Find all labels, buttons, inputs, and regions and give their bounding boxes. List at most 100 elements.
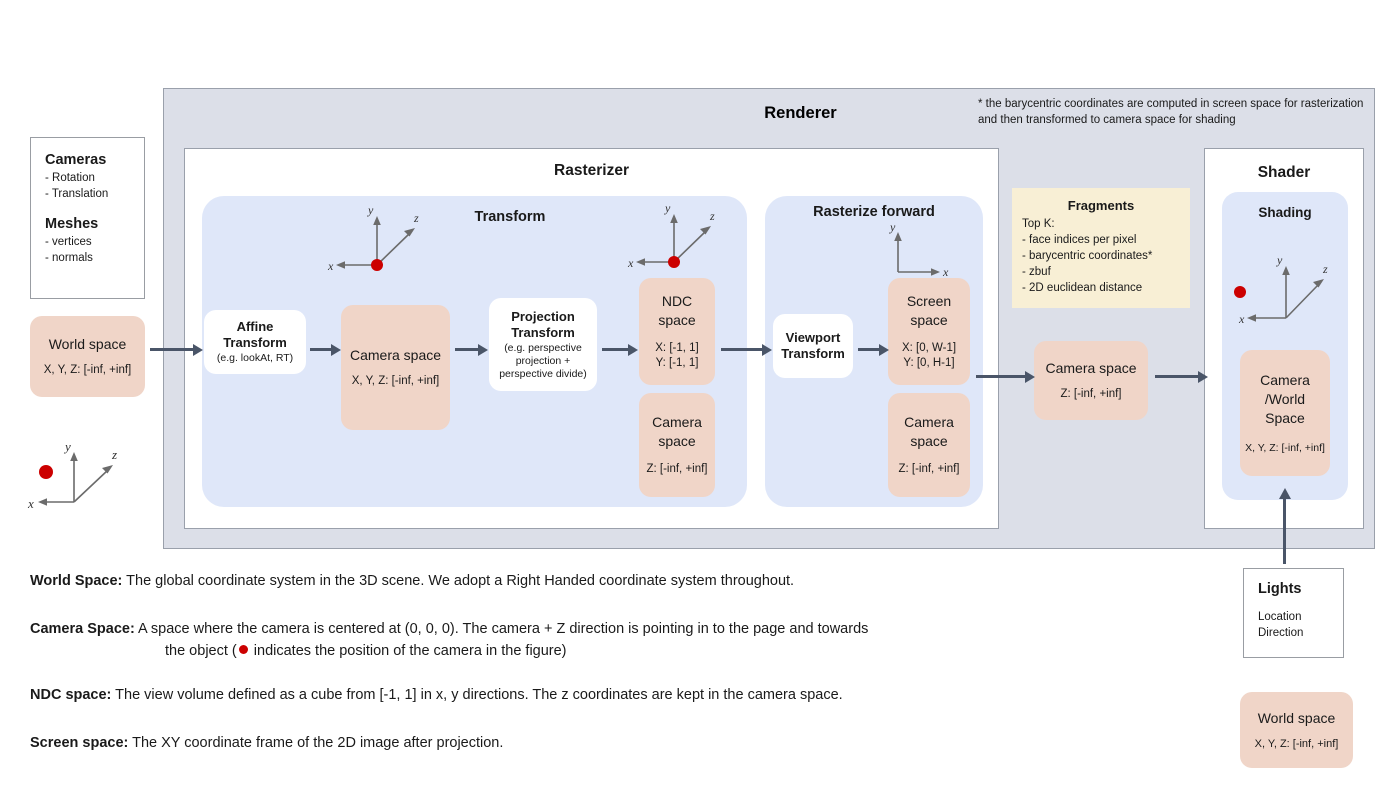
list-item: - normals bbox=[45, 252, 93, 264]
lights-world-space-box: World space X, Y, Z: [-inf, +inf] bbox=[1240, 692, 1353, 768]
camera-world-label-2: /World bbox=[1264, 390, 1306, 407]
camera-world-space-box: Camera /World Space X, Y, Z: [-inf, +inf… bbox=[1240, 350, 1330, 476]
camera-space-range-z: Z: [-inf, +inf] bbox=[898, 463, 960, 475]
world-space-range: X, Y, Z: [-inf, +inf] bbox=[43, 364, 132, 376]
renderer-footnote: * the barycentric coordinates are comput… bbox=[978, 98, 1364, 126]
camera-space-label-1: Camera bbox=[904, 414, 954, 430]
screen-space-box: Screen space X: [0, W-1] Y: [0, H-1] bbox=[888, 278, 970, 385]
description-continuation: the object ( indicates the position of t… bbox=[30, 640, 1130, 662]
list-item: - 2D euclidean distance bbox=[1022, 282, 1143, 294]
world-axis-gizmo: y x z bbox=[27, 439, 117, 511]
fragments-lead: Top K: bbox=[1022, 218, 1055, 230]
projection-transform-note: (e.g. perspective projection + perspecti… bbox=[499, 341, 587, 380]
svg-text:z: z bbox=[111, 447, 117, 462]
arrow-projection-to-ndc bbox=[602, 343, 638, 356]
shader-title: Shader bbox=[1257, 164, 1311, 181]
arrow-affine-to-camera bbox=[310, 343, 341, 356]
camera-space-label-2: space bbox=[910, 433, 948, 449]
camera-space-range-z: Z: [-inf, +inf] bbox=[646, 463, 708, 475]
camera-space-range: X, Y, Z: [-inf, +inf] bbox=[351, 375, 440, 387]
arrow-lights-to-shader bbox=[1278, 488, 1291, 564]
fragments-list: Top K: - face indices per pixel - baryce… bbox=[1012, 216, 1190, 296]
fragments-box: Fragments Top K: - face indices per pixe… bbox=[1012, 188, 1190, 308]
affine-transform-box: Affine Transform (e.g. lookAt, RT) bbox=[204, 310, 306, 374]
projection-transform-label-2: Transform bbox=[511, 324, 575, 340]
description-term: Screen space: bbox=[30, 735, 129, 751]
ndc-space-range-y: Y: [-1, 1] bbox=[655, 357, 699, 369]
ndc-space-box: NDC space X: [-1, 1] Y: [-1, 1] bbox=[639, 278, 715, 385]
screen-space-label-2: space bbox=[910, 312, 948, 328]
world-space-title: World space bbox=[48, 336, 127, 352]
screen-space-range-x: X: [0, W-1] bbox=[901, 342, 957, 354]
world-space-range: X, Y, Z: [-inf, +inf] bbox=[1254, 737, 1339, 750]
viewport-transform-label-2: Transform bbox=[781, 346, 845, 361]
inputs-card: Cameras - Rotation - Translation Meshes … bbox=[30, 137, 145, 299]
rasterizer-title: Rasterizer bbox=[554, 162, 629, 179]
description-term: Camera Space: bbox=[30, 621, 135, 637]
lights-heading: Lights bbox=[1258, 581, 1302, 597]
lights-card: Lights Location Direction bbox=[1243, 568, 1344, 658]
description-ndc-space: NDC space: The view volume defined as a … bbox=[30, 684, 1130, 706]
list-item: Direction bbox=[1258, 627, 1304, 639]
camera-space-box-ndc: Camera space Z: [-inf, +inf] bbox=[639, 393, 715, 497]
list-item: - zbuf bbox=[1022, 266, 1051, 278]
camera-world-label-1: Camera bbox=[1260, 371, 1310, 388]
shading-title: Shading bbox=[1258, 205, 1312, 220]
camera-world-range: X, Y, Z: [-inf, +inf] bbox=[1245, 441, 1325, 454]
affine-transform-label-2: Transform bbox=[223, 335, 287, 350]
projection-transform-box: Projection Transform (e.g. perspective p… bbox=[489, 298, 597, 391]
arrow-world-to-affine bbox=[150, 343, 203, 356]
arrow-fragments-camera-to-shader bbox=[1155, 370, 1208, 383]
screen-space-range-y: Y: [0, H-1] bbox=[903, 357, 955, 369]
descriptions-section: World Space: The global coordinate syste… bbox=[30, 570, 1130, 754]
camera-space-title: Camera space bbox=[349, 347, 442, 363]
affine-transform-label-1: Affine bbox=[236, 319, 274, 334]
renderer-title: Renderer bbox=[764, 104, 837, 122]
camera-space-box-transform: Camera space X, Y, Z: [-inf, +inf] bbox=[341, 305, 450, 430]
camera-space-label-1: Camera bbox=[652, 414, 702, 430]
description-camera-space: Camera Space: A space where the camera i… bbox=[30, 618, 1130, 662]
world-space-title: World space bbox=[1257, 709, 1336, 726]
list-item: - Rotation bbox=[45, 172, 95, 184]
ndc-space-label-2: space bbox=[658, 312, 696, 328]
description-text: The XY coordinate frame of the 2D image … bbox=[128, 735, 504, 751]
camera-space-label-2: space bbox=[658, 433, 696, 449]
arrow-camera-to-projection bbox=[455, 343, 488, 356]
affine-transform-note: (e.g. lookAt, RT) bbox=[216, 352, 294, 364]
camera-space-box-fragments: Camera space Z: [-inf, +inf] bbox=[1034, 341, 1148, 420]
list-item: - face indices per pixel bbox=[1022, 234, 1137, 246]
description-text: The global coordinate system in the 3D s… bbox=[122, 573, 795, 589]
camera-world-label-3: Space bbox=[1265, 409, 1305, 426]
list-item: Location bbox=[1258, 611, 1302, 623]
list-item: - barycentric coordinates* bbox=[1022, 250, 1153, 262]
description-text-after-dot: indicates the position of the camera in … bbox=[249, 643, 567, 659]
list-item: - Translation bbox=[45, 188, 109, 200]
fragments-title: Fragments bbox=[1067, 198, 1135, 213]
description-screen-space: Screen space: The XY coordinate frame of… bbox=[30, 732, 1130, 754]
world-space-input-box: World space X, Y, Z: [-inf, +inf] bbox=[30, 316, 145, 397]
description-term: NDC space: bbox=[30, 687, 112, 703]
description-text: A space where the camera is centered at … bbox=[134, 621, 869, 637]
camera-position-dot-icon bbox=[238, 645, 248, 654]
svg-text:y: y bbox=[63, 439, 71, 454]
cameras-heading: Cameras bbox=[45, 152, 107, 168]
list-item: - vertices bbox=[45, 236, 92, 248]
viewport-transform-box: Viewport Transform bbox=[773, 314, 853, 378]
camera-space-box-rasterize: Camera space Z: [-inf, +inf] bbox=[888, 393, 970, 497]
camera-space-title: Camera space bbox=[1045, 360, 1137, 376]
arrow-viewport-to-screen bbox=[858, 343, 889, 356]
arrow-screen-to-fragments-camera bbox=[976, 370, 1035, 383]
meshes-heading: Meshes bbox=[45, 216, 99, 232]
transform-title: Transform bbox=[474, 209, 546, 225]
arrow-ndc-to-viewport bbox=[721, 343, 772, 356]
description-world-space: World Space: The global coordinate syste… bbox=[30, 570, 1130, 592]
svg-text:x: x bbox=[27, 496, 34, 511]
screen-space-label-1: Screen bbox=[906, 293, 952, 309]
ndc-space-label-1: NDC bbox=[661, 293, 693, 309]
rasterize-forward-title: Rasterize forward bbox=[813, 204, 935, 220]
camera-space-range: Z: [-inf, +inf] bbox=[1060, 388, 1122, 400]
viewport-transform-label-1: Viewport bbox=[785, 330, 841, 345]
description-text: The view volume defined as a cube from [… bbox=[111, 687, 843, 703]
projection-transform-label-1: Projection bbox=[511, 308, 575, 324]
ndc-space-range-x: X: [-1, 1] bbox=[655, 342, 699, 354]
